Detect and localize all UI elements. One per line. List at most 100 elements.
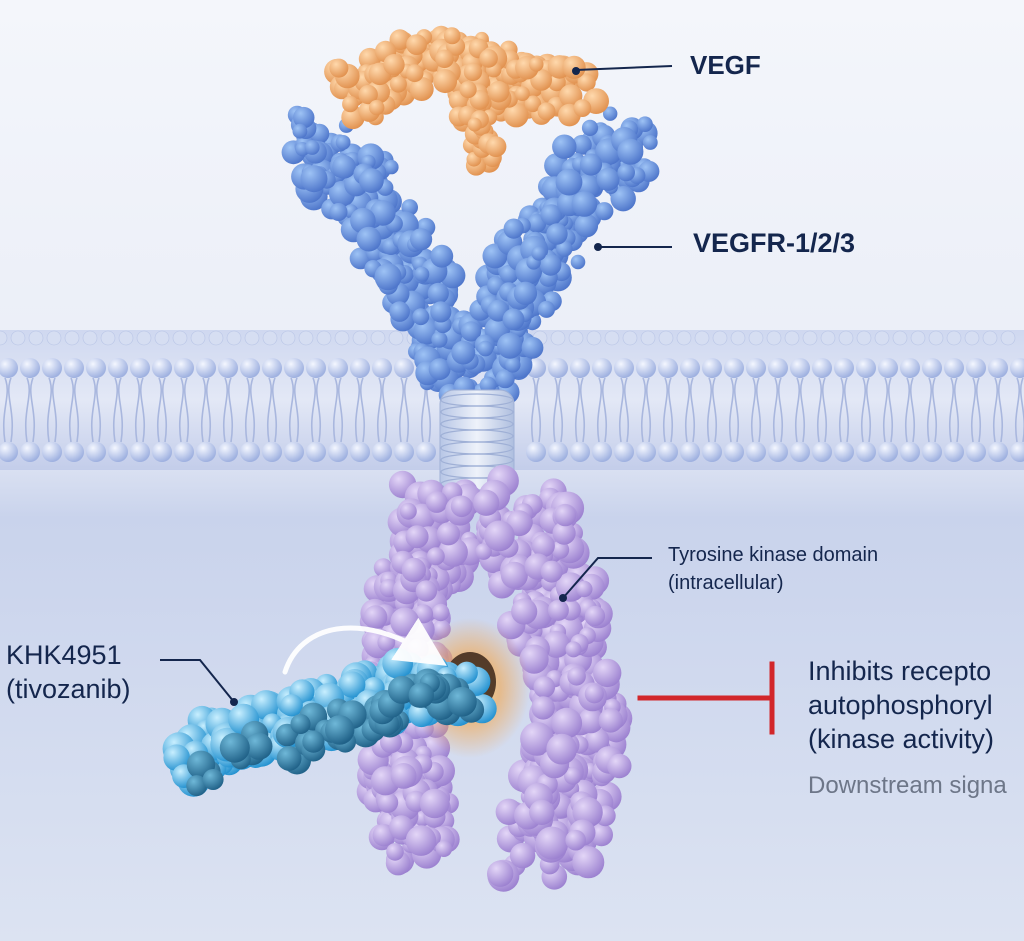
lipid-tail (838, 377, 850, 443)
receptor-atom (293, 106, 315, 129)
receptor-atom (574, 213, 599, 238)
lipid-head-back (730, 330, 746, 346)
kinase-atom (511, 598, 538, 625)
ligand-atom (515, 86, 530, 101)
receptor-atom (410, 228, 433, 251)
lipid-head (0, 442, 18, 462)
lipid-head (702, 358, 722, 378)
lipid-head (878, 442, 898, 462)
lipid-head (878, 358, 898, 378)
lipid-head-back (622, 330, 638, 346)
receptor-atom (304, 140, 320, 155)
receptor-atom (581, 119, 599, 136)
lipid-tail (266, 377, 278, 443)
lipid-head-back (820, 330, 836, 346)
kinase-atom (436, 522, 460, 546)
lipid-head (592, 442, 612, 462)
kinase-atom (567, 667, 586, 686)
lipid-head (1010, 442, 1024, 462)
lipid-head (768, 442, 788, 462)
kinase-atom (535, 826, 569, 860)
kinase-atom (473, 489, 500, 516)
receptor-atom (540, 204, 562, 226)
receptor-atom (570, 254, 586, 270)
lipid-head (86, 442, 106, 462)
drug-atom (202, 769, 224, 790)
kinase-atom (564, 767, 582, 785)
kinase-atom (399, 502, 417, 520)
lipid-head-back (262, 330, 278, 346)
kinase-atom (554, 504, 577, 527)
lipid-head (306, 442, 326, 462)
lipid-head-back (334, 330, 350, 346)
lipid-tail (288, 377, 300, 443)
receptor-arm-left (281, 105, 490, 407)
kinase-atom (500, 561, 528, 589)
ligand-atom (577, 73, 596, 92)
kinase-atom (475, 543, 492, 560)
lipid-tail (68, 377, 80, 443)
lipid-head (548, 358, 568, 378)
lipid-head-back (244, 330, 260, 346)
inhibition-marker (637, 661, 775, 735)
receptor-atom (460, 321, 482, 342)
lipid-head-back (316, 330, 332, 346)
ligand-atom (487, 80, 510, 103)
lipid-tail (816, 377, 828, 443)
receptor-atom (571, 191, 598, 217)
lipid-head (724, 442, 744, 462)
lipid-head (570, 442, 590, 462)
lipid-head-back (604, 330, 620, 346)
kinase-atom (520, 722, 554, 756)
ligand-atom (459, 81, 477, 99)
drug-atom (251, 690, 281, 720)
receptor-atom (332, 155, 356, 179)
ligand-atom (435, 49, 454, 69)
lipid-head (702, 442, 722, 462)
leader-dot-kinase (559, 594, 567, 602)
kinase-atom (426, 547, 445, 566)
ligand-atom (479, 49, 498, 68)
lipid-head-back (280, 330, 296, 346)
receptor-atom (427, 282, 449, 304)
receptor-atom (603, 106, 618, 121)
lipid-head-back (46, 330, 62, 346)
lipid-tail (904, 377, 916, 443)
label-kinase-domain-line2: (intracellular) (668, 572, 784, 594)
drug-atom (325, 715, 354, 744)
receptor-atom (431, 331, 448, 348)
lipid-head (306, 358, 326, 378)
lipid-head (174, 358, 194, 378)
lipid-head-back (586, 330, 602, 346)
receptor-atom (370, 200, 396, 226)
receptor-atom (292, 123, 308, 139)
lipid-tail (552, 377, 564, 443)
receptor-atom (617, 163, 635, 182)
receptor-atom (539, 254, 562, 276)
membrane-lipid-tails (2, 377, 1024, 443)
lipid-head (592, 358, 612, 378)
lipid-head (108, 442, 128, 462)
lipid-head (570, 358, 590, 378)
receptor-atom (572, 134, 592, 155)
receptor-atom (521, 336, 544, 359)
lipid-head (812, 358, 832, 378)
lipid-tail (310, 377, 322, 443)
kinase-atom (531, 534, 555, 558)
drug-atom (339, 671, 366, 698)
membrane-heads-bottom (0, 442, 1024, 462)
lipid-tail (134, 377, 146, 443)
lipid-head (262, 442, 282, 462)
receptor-atom (412, 308, 430, 326)
receptor-atom (335, 135, 351, 150)
lipid-head (130, 358, 150, 378)
kinase-atom (607, 753, 632, 779)
lipid-tail (662, 377, 674, 443)
lipid-head (64, 442, 84, 462)
kinase-atom (390, 607, 420, 637)
kinase-atom (598, 708, 623, 733)
lipid-tail (684, 377, 696, 443)
label-kinase-domain-line1: Tyrosine kinase domain (668, 544, 879, 566)
lipid-head-back (154, 330, 170, 346)
ligand-atom (405, 64, 424, 83)
